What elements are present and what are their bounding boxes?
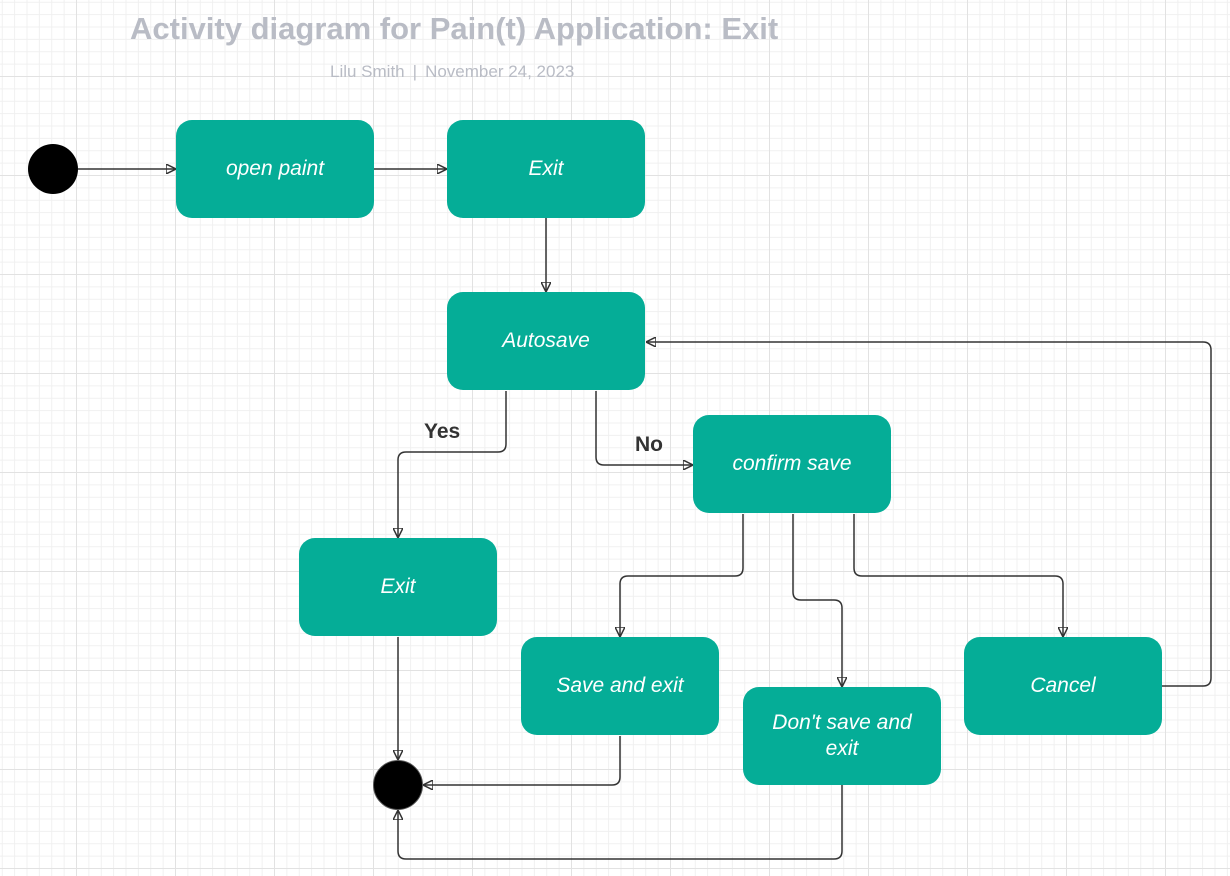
node-dont-save-and-exit-label: Don't save and exit xyxy=(772,711,912,760)
node-save-and-exit-label: Save and exit xyxy=(556,674,684,697)
node-exit-left-label: Exit xyxy=(380,575,416,598)
node-autosave-label: Autosave xyxy=(502,329,590,352)
node-confirm-save[interactable]: confirm save xyxy=(693,415,891,513)
node-exit-top-label: Exit xyxy=(528,157,564,180)
edge-confirm-save-to-save-and-exit xyxy=(620,514,744,636)
edge-confirm-save-to-cancel xyxy=(853,514,1063,636)
initial-node[interactable] xyxy=(28,144,78,194)
edge-autosave-no-to-confirm-save xyxy=(595,391,692,465)
diagram-subtitle: Lilu Smith | November 24, 2023 xyxy=(330,62,574,82)
node-autosave[interactable]: Autosave xyxy=(447,292,645,390)
diagram-date: November 24, 2023 xyxy=(425,62,575,81)
edge-label-yes: Yes xyxy=(424,420,461,443)
node-dont-save-and-exit[interactable]: Don't save and exit xyxy=(743,687,941,785)
node-exit-top[interactable]: Exit xyxy=(447,120,645,218)
subtitle-separator: | xyxy=(412,62,418,81)
node-exit-left[interactable]: Exit xyxy=(299,538,497,636)
edge-autosave-yes-to-exit xyxy=(398,391,507,537)
edge-confirm-save-to-dont-save xyxy=(792,514,842,686)
node-cancel[interactable]: Cancel xyxy=(964,637,1162,735)
diagram-title: Activity diagram for Pain(t) Application… xyxy=(130,11,779,46)
edge-label-no: No xyxy=(635,433,663,456)
node-cancel-label: Cancel xyxy=(1030,674,1096,697)
final-node[interactable] xyxy=(373,760,423,810)
edge-cancel-to-autosave xyxy=(647,342,1212,687)
node-save-and-exit[interactable]: Save and exit xyxy=(521,637,719,735)
node-confirm-save-label: confirm save xyxy=(732,452,852,475)
edge-save-and-exit-to-end xyxy=(424,736,621,785)
edge-dont-save-to-end xyxy=(398,785,843,860)
author-name: Lilu Smith xyxy=(330,62,405,81)
node-open-paint[interactable]: open paint xyxy=(176,120,374,218)
node-open-paint-label: open paint xyxy=(225,157,325,180)
